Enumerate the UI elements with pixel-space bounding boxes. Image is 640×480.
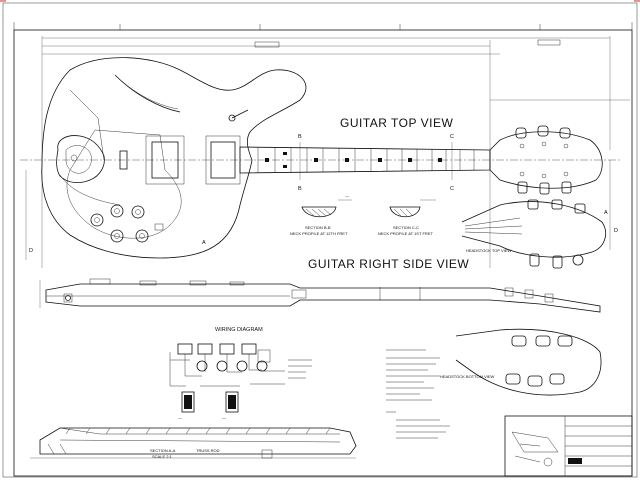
- section-a-title: SECTION A-A: [150, 448, 176, 453]
- guitar-right-side-view: [39, 278, 601, 313]
- notes-block: [386, 349, 450, 439]
- headstock-bottom-view-detail: HEADSTOCK BOTTOM VIEW: [440, 328, 602, 396]
- svg-text:—: —: [222, 415, 226, 420]
- section-marker-c-top: C: [450, 134, 454, 140]
- section-b-caption: NECK PROFILE AT 12TH FRET: [290, 231, 348, 236]
- tailpiece: [56, 135, 105, 184]
- section-marker-b-bottom: B: [298, 186, 302, 192]
- section-c-title: SECTION C-C: [393, 225, 419, 230]
- section-marker-c-bottom: C: [450, 186, 454, 192]
- selector-switch: [228, 114, 236, 122]
- guitar-neck: [239, 142, 491, 180]
- neck-pickup: [210, 141, 236, 179]
- section-b-title: SECTION B-B: [305, 225, 331, 230]
- headstock-top: [489, 125, 603, 195]
- section-a-scale: SCALE 2:1: [152, 454, 173, 459]
- section-marker-a-right: A: [604, 210, 608, 216]
- guitar-top-view: [41, 57, 603, 259]
- svg-text:—: —: [345, 193, 349, 198]
- section-c-profile: SECTION C-C NECK PROFILE AT 1ST FRET: [378, 199, 436, 236]
- pickguard: [66, 129, 182, 239]
- bridge-pickup: [151, 141, 179, 179]
- wiring-diagram-title: WIRING DIAGRAM: [215, 327, 263, 333]
- section-a-note: TRUSS ROD: [196, 448, 220, 453]
- bridge-pickup-ring: [145, 135, 185, 185]
- f-hole: [114, 74, 181, 113]
- top-view-title: GUITAR TOP VIEW: [340, 116, 453, 130]
- section-marker-d-right: D: [614, 228, 618, 234]
- svg-text:—: —: [178, 415, 182, 420]
- wiring-diagram: WIRING DIAGRAM — —: [169, 327, 312, 420]
- title-block: [504, 415, 633, 477]
- overall-dimensions: [20, 36, 630, 268]
- right-side-view-title: GUITAR RIGHT SIDE VIEW: [308, 257, 469, 271]
- headstock-bottom-view-label: HEADSTOCK BOTTOM VIEW: [440, 374, 495, 379]
- section-c-caption: NECK PROFILE AT 1ST FRET: [378, 231, 433, 236]
- section-marker-d-left: D: [29, 248, 33, 254]
- section-b-profile: — SECTION B-B NECK PROFILE AT 12TH FRET: [290, 193, 352, 236]
- section-marker-b-top: B: [298, 134, 302, 140]
- bridge: [119, 150, 128, 170]
- section-marker-a-bottom: A: [202, 240, 206, 246]
- guitar-body-outline: [41, 57, 307, 259]
- headstock-top-view-detail: HEADSTOCK TOP VIEW: [461, 199, 606, 269]
- control-knobs: [90, 204, 164, 243]
- headstock-top-view-label: HEADSTOCK TOP VIEW: [466, 248, 511, 253]
- section-a-a-view: SECTION A-A SCALE 2:1 TRUSS ROD: [30, 427, 357, 459]
